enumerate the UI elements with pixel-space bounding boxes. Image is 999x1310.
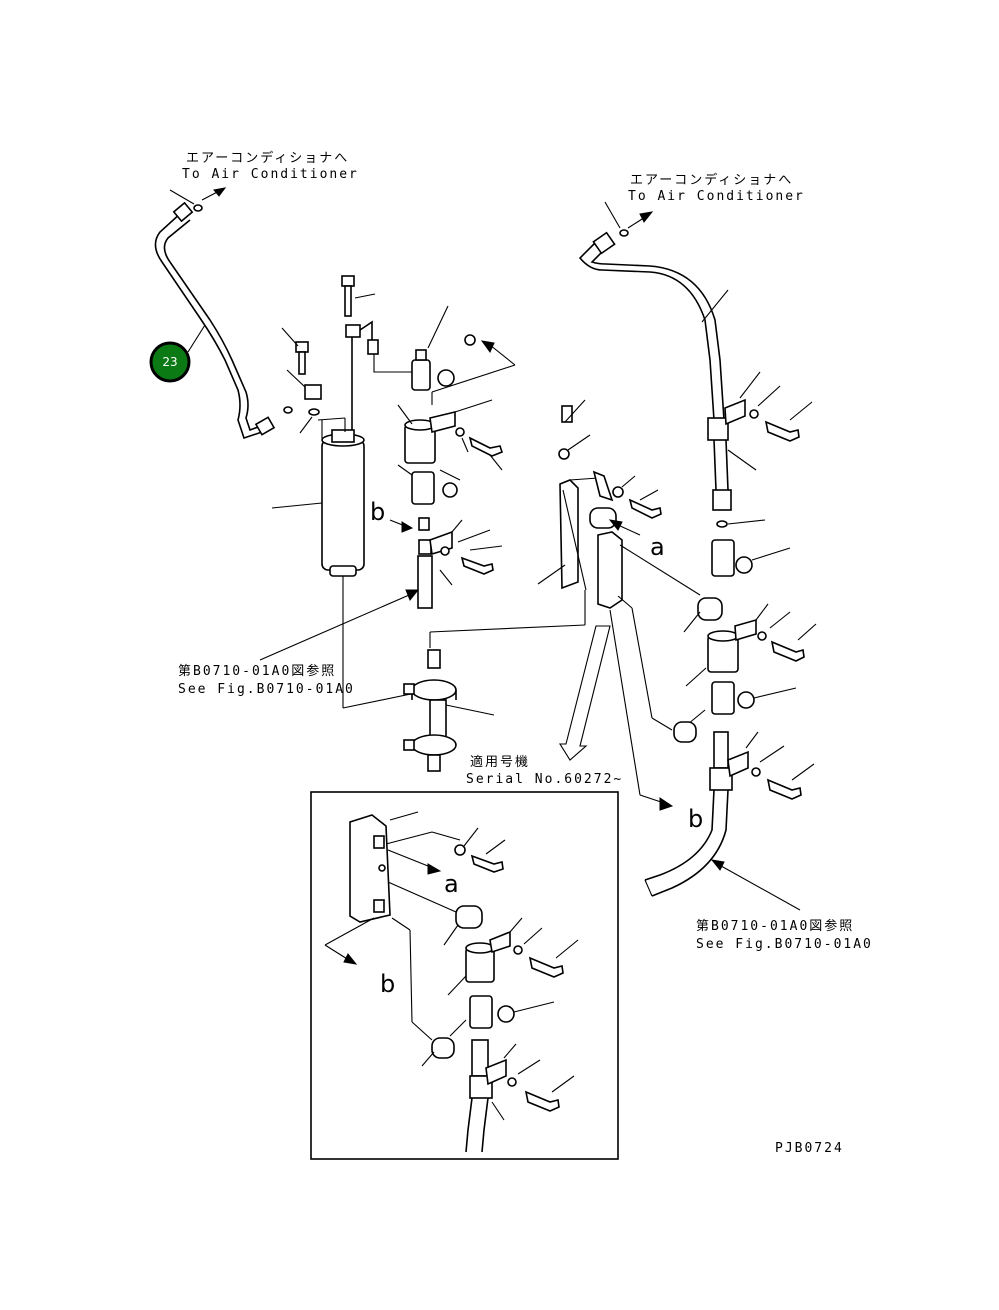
inset-frame (310, 791, 619, 1160)
center-vertical-bracket: a b (537, 399, 703, 833)
see-fig-left-en: See Fig.B0710-01A0 (178, 682, 355, 697)
ref-a-inset: a (444, 870, 459, 898)
connector-upper (373, 305, 516, 505)
ref-a-center: a (650, 533, 665, 561)
serial-jp: 適用号機 (470, 754, 530, 770)
label-see-fig-right: 第B0710-01A0図参照 See Fig.B0710-01A0 (696, 918, 873, 952)
receiver-dryer (271, 275, 431, 709)
see-fig-right-jp: 第B0710-01A0図参照 (696, 918, 854, 934)
label-to-ac-right: エアーコンディショナへ To Air Conditioner (628, 172, 805, 204)
see-fig-left-jp: 第B0710-01A0図参照 (178, 663, 336, 679)
to-ac-right-jp: エアーコンディショナへ (630, 172, 793, 188)
center-bracket-clamps (403, 590, 586, 772)
ref-b-center: b (688, 805, 703, 833)
callout-23[interactable]: 23 (149, 324, 206, 383)
to-ac-left-jp: エアーコンディショナへ (186, 150, 349, 166)
inset-detail: a b (310, 791, 619, 1160)
ref-b-inset: b (380, 970, 395, 998)
left-hose (154, 187, 293, 440)
drawing-code: PJB0724 (775, 1141, 844, 1156)
serial-en: Serial No.60272~ (466, 772, 623, 787)
right-hose (578, 201, 813, 577)
label-see-fig-left: 第B0710-01A0図参照 See Fig.B0710-01A0 (178, 663, 355, 697)
to-ac-left-en: To Air Conditioner (182, 167, 359, 182)
label-to-ac-left: エアーコンディショナへ To Air Conditioner (182, 150, 359, 182)
pipe-clamp-left: b (259, 498, 503, 661)
label-serial: 適用号機 Serial No.60272~ (466, 754, 623, 787)
callout-23-number: 23 (162, 355, 177, 369)
right-column-lower (644, 597, 817, 911)
to-ac-right-en: To Air Conditioner (628, 189, 805, 204)
see-fig-right-en: See Fig.B0710-01A0 (696, 937, 873, 952)
ref-b-left: b (370, 498, 385, 526)
